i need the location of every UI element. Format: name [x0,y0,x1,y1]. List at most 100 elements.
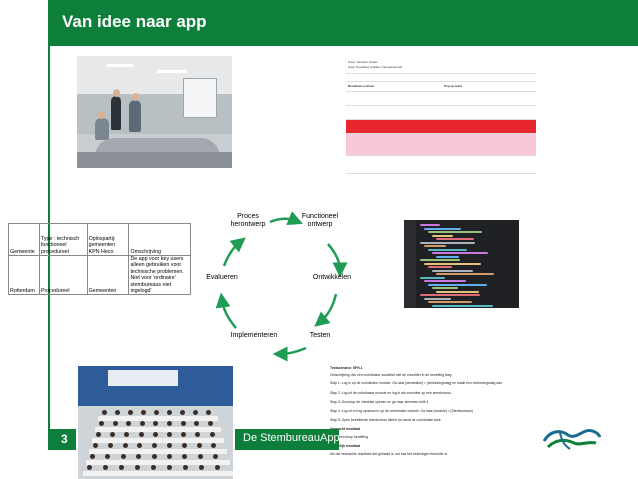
audience-head [154,410,159,415]
code-line [424,245,446,247]
test-doc-line: Stap 1: Log in op de coördinator module.… [330,381,503,385]
code-line [436,238,474,240]
audience-head [167,421,172,426]
audience-head [139,421,145,426]
test-doc-line: Stap 3: Doorloop de checklist openen en … [330,400,430,404]
audience-head [136,454,142,459]
audience-head [151,465,156,470]
audience-head [112,421,118,426]
code-line [424,227,461,230]
test-doc-line: Als het verwachte resultaat niet gehaald… [330,452,449,456]
audience-head [211,443,217,448]
desk-row [83,471,233,476]
audience-head [135,465,140,470]
code-line [428,248,467,251]
audience-head [102,410,107,415]
desk-row [98,416,218,421]
audience-head [115,410,120,415]
audience-head [126,421,132,426]
audience-head [195,432,201,437]
audience-head [197,454,203,459]
table-header-row: Gemeente Type : technisch functioneel pr… [8,223,191,256]
test-doc-line: Omschrijving: Als een coördinator wordt/… [330,373,453,377]
table-header: Omschrijving [128,223,191,256]
test-doc-line: Verwacht resultaat [330,427,360,431]
audience-head [99,421,104,426]
code-line [420,294,480,296]
audience-head [110,432,116,437]
audience-head [128,410,133,415]
code-line [420,259,460,261]
audience-head [183,465,188,470]
desk-row [92,438,224,443]
slide-title: Van idee naar app [62,12,207,31]
code-line [420,224,440,226]
test-doc-line: Stap 4: Log uit en log opnieuw in op de … [330,409,473,413]
table-cell: De app voor key users alleen gebruiken v… [128,254,191,296]
code-line [432,269,473,272]
conference-hall-photo [78,366,233,479]
audience-head [90,454,95,459]
table-header: Oplospartij: gemeenten KPN Heco [86,223,130,256]
audience-head [152,432,158,437]
audience-head [152,443,158,448]
audience-head [93,443,98,448]
audience-head [199,465,204,470]
test-doc-line: In is geen knop beoefting. [330,435,369,439]
audience-head [182,454,188,459]
code-line [428,301,472,303]
audience-head [87,465,92,470]
code-line [432,287,458,289]
audience-head [119,465,124,470]
audience-head [193,410,198,415]
test-doc-line: Testscenario: SFH-1 [330,366,363,370]
audience-head [122,443,128,448]
cycle-step-ontwikkelen: Ontwikkelen [312,274,352,281]
table-cell: Gemeenten [86,254,130,296]
audience-head [105,454,111,459]
cycle-step-evalueren: Evalueren [206,274,238,281]
development-cycle-diagram: Proces herontwerp Functioneel ontwerp On… [200,208,360,368]
test-doc-line: Werkelijk resultaat [330,444,360,448]
audience-head [181,432,187,437]
code-line [436,255,459,258]
audience-head [167,432,172,437]
desk-row [86,460,230,465]
table-row: Rotterdam Procedureel Gemeenten De app v… [8,254,191,296]
audience-head [180,410,185,415]
audience-head [207,421,213,426]
page-number-box [48,429,76,450]
issues-table: Gemeente Type : technisch functioneel pr… [8,223,191,296]
desk-row [95,427,221,432]
stembureau-logo [542,429,602,450]
table-cell: Rotterdam [8,254,40,296]
audience-head [167,410,172,415]
audience-head [137,443,143,448]
code-line [428,231,482,233]
audience-head [167,443,172,448]
audience-head [141,410,146,415]
code-line [432,304,493,307]
audience-head [107,443,113,448]
audience-head [96,432,101,437]
audience-head [153,421,159,426]
audience-head [196,443,202,448]
code-line [432,234,453,237]
code-line [420,241,475,244]
audience-head [151,454,157,459]
audience-head [120,454,126,459]
audience-head [194,421,200,426]
title-bar: Van idee naar app [48,0,638,46]
page-number: 3 [61,432,68,446]
test-doc-line: Stap 2: Log uit de coördinator module en… [330,391,452,395]
cycle-step-proces-herontwerp: Proces herontwerp [230,213,266,228]
status-document: Knop 'stembus' sluiten Knop 'beoefting' … [346,58,536,174]
audience-head [167,454,172,459]
test-doc-line: Stap 5: Open betreffende stembureau alle… [330,418,442,422]
audience-head [103,465,108,470]
code-line [424,280,466,282]
code-line [424,262,481,265]
code-line [436,290,479,293]
table-cell: Procedureel [38,254,88,296]
